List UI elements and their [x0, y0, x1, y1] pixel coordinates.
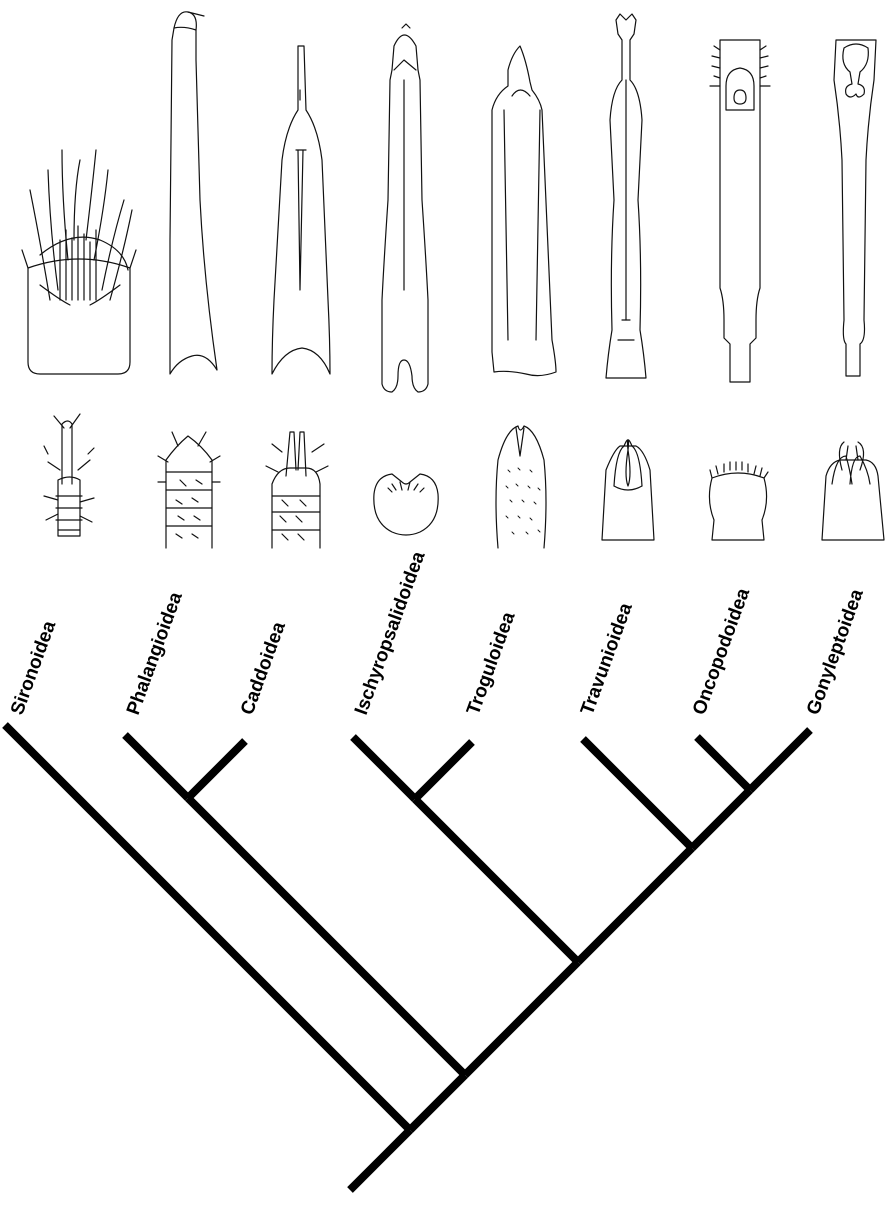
branch-phalangioidea-caddoidea-stem	[188, 798, 465, 1075]
ovipositor-caddoidea-icon	[266, 432, 328, 548]
ovipositor-sironoidea-icon	[44, 414, 94, 536]
penis-phalangioidea-icon	[170, 12, 217, 374]
branch-sironoidea	[5, 725, 410, 1130]
branch-travunioidea	[583, 739, 692, 848]
taxon-label-travunioidea: Travunioidea	[577, 600, 637, 718]
penis-gonyleptoidea-icon	[834, 40, 876, 376]
branch-phalangioidea	[125, 735, 188, 798]
branch-gonyleptoidea	[750, 730, 810, 790]
taxon-label-phalangioidea: Phalangioidea	[123, 589, 187, 718]
branch-caddoidea	[188, 741, 245, 798]
cladogram-branches	[5, 725, 810, 1190]
ovipositor-ischyropsalidoidea-icon	[374, 474, 438, 535]
penis-ischyropsalidoidea-icon	[382, 24, 428, 392]
taxon-label-ischyropsalidoidea: Ischyropsalidoidea	[351, 548, 430, 717]
branch-laniatores-stem	[578, 848, 692, 962]
branch-laniatores-dyspnoi-stem	[465, 962, 578, 1075]
branch-grassatores-stem	[692, 790, 750, 848]
penis-oncopodoidea-icon	[710, 40, 770, 382]
branch-dyspnoi-stem	[415, 799, 578, 962]
branch-root	[350, 1130, 410, 1190]
genitalia-sironoidea-icon	[22, 150, 136, 374]
taxon-label-oncopodoidea: Oncopodoidea	[689, 585, 754, 718]
branch-troguloidea	[415, 742, 472, 799]
taxon-label-caddoidea: Caddoidea	[237, 619, 290, 718]
ovipositor-troguloidea-icon	[496, 426, 546, 548]
branch-ingroup	[410, 1075, 465, 1130]
ovipositor-travunioidea-icon	[602, 440, 654, 540]
penis-travunioidea-icon	[606, 14, 646, 378]
penis-troguloidea-icon	[492, 46, 556, 376]
taxon-label-gonyleptoidea: Gonyleptoidea	[803, 586, 868, 718]
branch-oncopodoidea	[697, 737, 750, 790]
ovipositor-gonyleptoidea-icon	[822, 442, 884, 540]
taxon-label-sironoidea: Sironoidea	[7, 618, 60, 718]
taxon-label-troguloidea: Troguloidea	[463, 609, 520, 718]
taxon-labels: Sironoidea Phalangioidea Caddoidea Ischy…	[7, 548, 868, 717]
branch-ischyropsalidoidea	[353, 737, 415, 799]
ovipositor-oncopodoidea-icon	[709, 462, 768, 540]
penis-caddoidea-icon	[272, 46, 330, 374]
ovipositor-phalangioidea-icon	[158, 432, 220, 548]
